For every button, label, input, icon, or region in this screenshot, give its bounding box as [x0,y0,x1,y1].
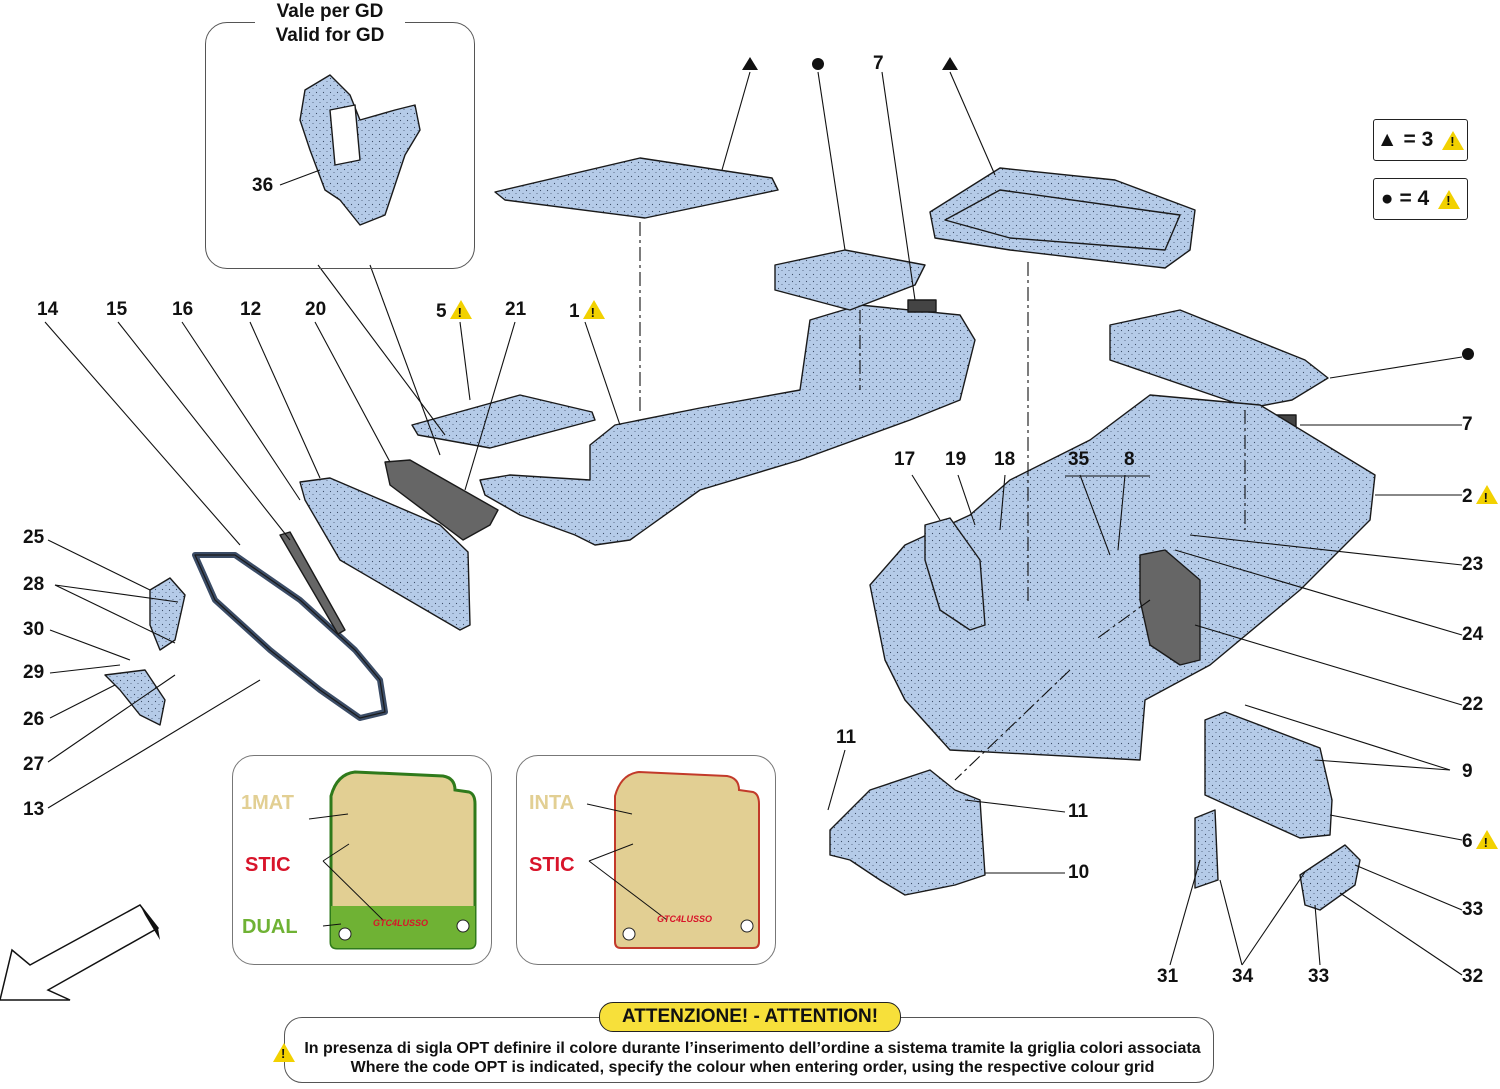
callout-7-right: 7 [1462,414,1473,435]
part-13 [192,552,388,721]
callout-31: 31 [1157,966,1179,987]
callout-23: 23 [1462,554,1484,575]
gd-line-en: Valid for GD [275,25,385,46]
callout-10: 10 [1068,862,1090,883]
callout-20: 20 [305,299,327,320]
callout-24: 24 [1462,624,1484,645]
mat-box-dual: GTC4LUSSO 1MAT STIC DUAL [232,755,492,965]
callout-16: 16 [172,299,194,320]
callout-34: 34 [1232,966,1254,987]
mat-label-stic-right: STIC [529,854,575,876]
callout-22: 22 [1462,694,1484,715]
callout-6-number: 6 [1462,831,1473,852]
part-15 [279,531,346,635]
callout-19: 19 [945,449,967,470]
callout-5: 5 [436,300,472,323]
callout-21: 21 [505,299,527,320]
warning-icon [273,1043,295,1062]
callout-25: 25 [23,527,45,548]
attention-line-en: Where the code OPT is indicated, specify… [350,1059,1155,1076]
part-1 [479,304,976,546]
part-5 [411,394,596,449]
callout-33-right: 33 [1462,899,1484,920]
mat-label-1mat: 1MAT [241,792,294,814]
callout-18: 18 [994,449,1016,470]
mat-logo-left: GTC4LUSSO [373,918,428,928]
warning-icon [582,300,605,323]
mat-illustration-left: GTC4LUSSO [308,770,477,950]
callout-6: 6 [1462,830,1498,853]
legend-triangle-text: = 3 [1403,128,1434,151]
legend-circle: ● = 4 [1373,178,1468,220]
part-top-mat [494,157,779,219]
callout-15: 15 [106,299,128,320]
callout-7: 7 [873,53,884,74]
direction-arrow [0,904,160,1001]
legend-triangle: ▲ = 3 [1373,119,1468,161]
callout-17: 17 [894,449,916,470]
part-12 [299,477,471,631]
callout-32: 32 [1462,966,1484,987]
callout-27: 27 [23,754,45,775]
part-20 [384,459,499,541]
part-mat-tunnel [774,249,926,311]
warning-icon [449,300,472,323]
part-right-top-mat [929,167,1196,269]
circle-mark-left [812,58,824,70]
callout-26: 26 [23,709,45,730]
callout-5-number: 5 [436,301,447,322]
part-22 [1139,549,1201,666]
circle-mark-right [1462,348,1474,360]
part-10 [829,769,986,896]
callout-2-number: 2 [1462,486,1473,507]
part-right-mid-mat [1109,309,1329,409]
gd-line-it: Vale per GD [276,1,384,22]
part-26 [104,669,166,726]
circle-icon: ● [1380,187,1394,210]
callout-30: 30 [23,619,45,640]
callout-12: 12 [240,299,262,320]
callout-33-bottom: 33 [1308,966,1330,987]
triangle-mark-left [742,57,758,70]
callout-1: 1 [569,300,605,323]
warning-icon [1475,485,1498,508]
part-17 [924,517,986,631]
callout-28: 28 [23,574,45,595]
mat-logo-right: GTC4LUSSO [657,914,712,924]
callout-8: 8 [1124,449,1135,470]
part-32 [1299,844,1361,911]
mat-label-dual: DUAL [242,916,298,938]
part-25 [149,577,186,651]
mat-box-inta: GTC4LUSSO INTA STIC [516,755,776,965]
triangle-icon: ▲ [1376,128,1398,151]
callout-2: 2 [1462,485,1498,508]
callout-14: 14 [37,299,59,320]
mat-label-stic-left: STIC [245,854,291,876]
callout-1-number: 1 [569,301,580,322]
callout-9: 9 [1462,761,1473,782]
mat-label-inta: INTA [529,792,575,814]
callout-13: 13 [23,799,45,820]
part-31 [1194,809,1219,889]
warning-icon [1442,130,1465,150]
attention-title: ATTENZIONE! - ATTENTION! [599,1002,901,1032]
triangle-mark-right [942,57,958,70]
callout-11-top: 11 [836,727,857,748]
callout-35: 35 [1068,449,1090,470]
warning-icon [1438,189,1461,209]
gd-panel-header: Vale per GD Valid for GD [255,0,405,48]
callout-36: 36 [252,175,274,196]
legend-circle-text: = 4 [1399,187,1430,210]
callout-29: 29 [23,662,45,683]
mat-illustration-right: GTC4LUSSO [586,770,760,949]
attention-line-it: In presenza di sigla OPT definire il col… [304,1040,1201,1057]
part-2 [869,394,1376,761]
warning-icon [1475,830,1498,853]
part-6 [1204,711,1333,839]
callout-11-right: 11 [1068,801,1089,822]
gd-panel [205,22,475,269]
